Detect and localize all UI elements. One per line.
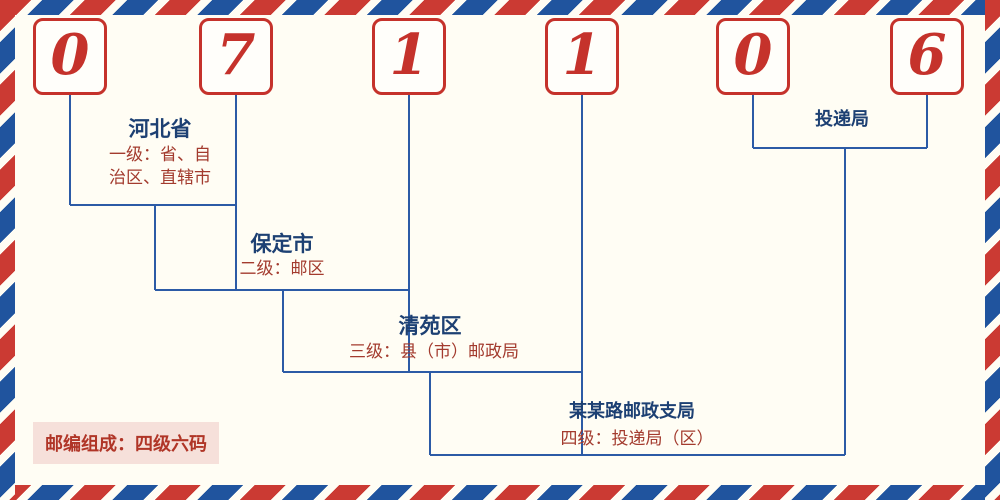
- postal-digit-2: 7: [216, 21, 256, 88]
- airmail-border-top: [0, 0, 1000, 15]
- postal-digit-3: 1: [389, 21, 429, 88]
- postal-digit-box-5: 0: [716, 18, 790, 95]
- level2-region-label: 保定市: [250, 233, 314, 256]
- postal-digit-1: 0: [50, 21, 90, 88]
- level1-region-label: 河北省: [128, 118, 192, 141]
- airmail-border-right: [985, 0, 1000, 500]
- level2-caption: 二级：邮区: [239, 259, 325, 278]
- level3-region-label: 清苑区: [398, 315, 462, 338]
- level1-caption: 一级：省、自 治区、直辖市: [109, 145, 211, 187]
- delivery-office-label: 投递局: [815, 109, 869, 129]
- postal-digit-6: 6: [907, 21, 947, 88]
- level4-caption: 四级：投递局（区）: [560, 429, 714, 448]
- level4-region-label: 某某路邮政支局: [569, 401, 695, 421]
- postal-digit-box-6: 6: [890, 18, 964, 95]
- airmail-border-left: [0, 0, 15, 500]
- postal-code-composition-note: 邮编组成：四级六码: [33, 422, 219, 464]
- postal-digit-box-2: 7: [199, 18, 273, 95]
- postal-digit-box-3: 1: [372, 18, 446, 95]
- postal-digit-box-4: 1: [545, 18, 619, 95]
- postal-digit-box-1: 0: [33, 18, 107, 95]
- level3-caption: 三级：县（市）邮政局: [349, 342, 519, 361]
- airmail-border-bottom: [0, 485, 1000, 500]
- postal-digit-5: 0: [733, 21, 773, 88]
- postal-digit-4: 1: [562, 21, 602, 88]
